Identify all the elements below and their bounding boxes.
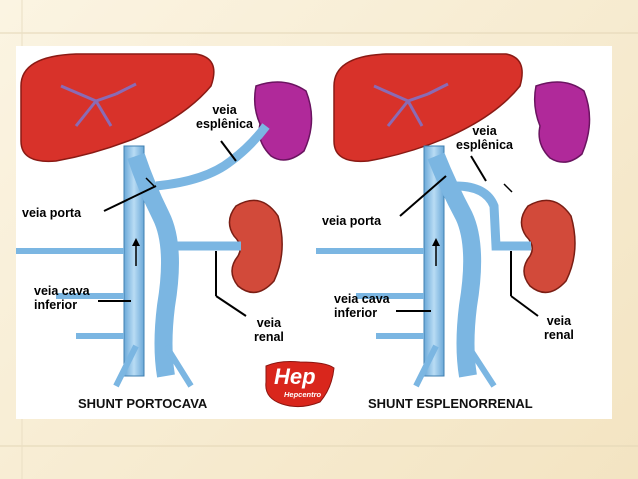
left-liver <box>20 53 215 163</box>
right-kidney <box>520 199 576 294</box>
left-label-portal-vein: veia porta <box>22 206 82 220</box>
right-label-renal-line1: veia <box>546 314 572 328</box>
right-liver <box>333 53 523 163</box>
left-label-cava-line2: inferior <box>34 298 78 312</box>
left-label-splenic-line2: esplênica <box>196 117 253 131</box>
left-vena-cava <box>123 145 145 377</box>
right-label-splenic-line1: veia <box>472 124 497 138</box>
left-diagram <box>16 53 313 388</box>
left-label-splenic-vein: veia esplênica <box>196 103 253 131</box>
left-label-splenic-line1: veia <box>212 103 237 117</box>
right-caption: SHUNT ESPLENORRENAL <box>368 396 533 411</box>
left-label-renal-vein: veia renal <box>254 316 284 344</box>
right-label-portal-vein: veia porta <box>322 214 382 228</box>
right-label-renal-vein: veia renal <box>544 314 574 342</box>
left-spleen <box>253 81 313 161</box>
right-label-cava-line1: veia cava <box>334 292 390 306</box>
diagram-panel: veia esplênica veia porta veia cava infe… <box>16 46 612 419</box>
left-portal-vein <box>127 153 179 378</box>
left-caption: SHUNT PORTOCAVA <box>78 396 208 411</box>
right-label-splenic-vein: veia esplênica <box>456 124 513 152</box>
right-spleen <box>533 81 591 163</box>
left-splenic-vein <box>155 123 270 191</box>
left-label-renal-line1: veia <box>256 316 282 330</box>
left-label-renal-line2: renal <box>254 330 284 344</box>
right-label-renal-line2: renal <box>544 328 574 342</box>
anatomy-illustration <box>16 53 591 388</box>
right-label-vena-cava: veia cava inferior <box>334 292 390 320</box>
right-label-cava-line2: inferior <box>334 306 378 320</box>
left-label-vena-cava: veia cava inferior <box>34 284 90 312</box>
logo-sub-text: Hepcentro <box>284 390 322 399</box>
logo-main-text: Hep <box>274 364 316 389</box>
right-label-splenic-line2: esplênica <box>456 138 513 152</box>
right-splenic-vein <box>455 181 531 251</box>
right-portal-vein <box>427 152 482 378</box>
hepcentro-logo <box>265 361 335 408</box>
left-kidney <box>228 199 283 294</box>
left-label-cava-line1: veia cava <box>34 284 90 298</box>
right-diagram <box>316 53 591 388</box>
right-vena-cava <box>423 145 445 377</box>
